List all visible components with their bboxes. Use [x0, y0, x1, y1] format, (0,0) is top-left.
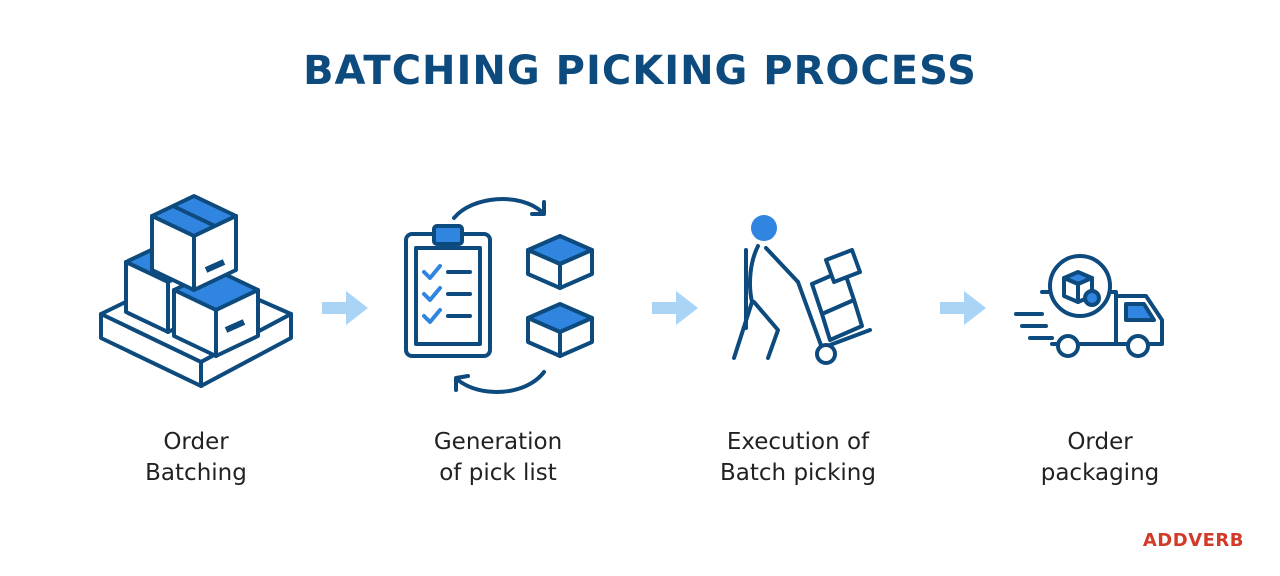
step-label-generation-of-pick-list: Generation of pick list [378, 427, 618, 489]
step-label-line: Execution of [726, 429, 870, 455]
right-arrow-icon [940, 291, 986, 325]
right-arrow-icon [322, 291, 368, 325]
step-label-line: Generation [433, 429, 563, 455]
stacked-boxes-on-pallet-icon [99, 194, 293, 388]
step-label-line: of pick list [439, 460, 557, 486]
step-label-line: Order [1067, 429, 1133, 455]
step-label-execution-of-batch-picking: Execution of Batch picking [678, 427, 918, 489]
step-label-order-batching: Order Batching [76, 427, 316, 489]
step-label-line: Batch picking [720, 460, 876, 486]
step-label-line: Order [163, 429, 229, 455]
delivery-truck-icon [1014, 254, 1164, 358]
worker-with-hand-truck-icon [732, 215, 872, 365]
brand-logo: ADDVERB [1142, 530, 1244, 551]
step-label-line: Batching [145, 460, 247, 486]
page-title: BATCHING PICKING PROCESS [303, 48, 977, 94]
right-arrow-icon [652, 291, 698, 325]
clipboard-checklist-icon [404, 197, 594, 394]
step-label-line: packaging [1040, 460, 1160, 486]
step-label-order-packaging: Order packaging [980, 427, 1220, 489]
